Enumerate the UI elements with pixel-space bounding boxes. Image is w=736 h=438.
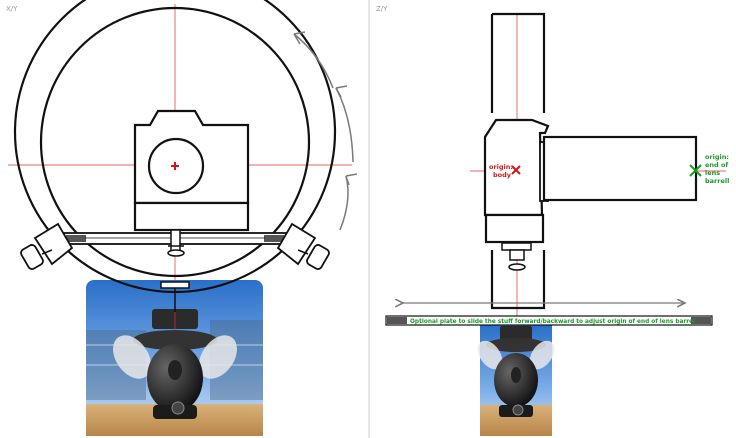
right-knob	[276, 222, 330, 270]
gimbal-lower-arm	[490, 250, 546, 310]
right-center-screw	[501, 242, 532, 271]
origin-lens-label: origin: end of lens barrell	[705, 153, 731, 185]
inner-ring	[39, 6, 311, 278]
top-plate-left	[160, 281, 190, 312]
left-panel-title: X/Y	[6, 5, 18, 13]
ballhead-photo-left	[86, 280, 263, 436]
lens-barrel	[539, 135, 698, 202]
left-view	[8, 0, 358, 436]
rotation-arrows	[293, 31, 358, 231]
optional-plate-text: Optional plate to slide the stuff forwar…	[410, 319, 695, 325]
origin-mark-plus	[171, 162, 179, 170]
origin-lens-mark	[689, 164, 702, 177]
left-knob	[20, 222, 74, 270]
ballhead-photo-right	[477, 325, 555, 436]
right-panel-title: Z/Y	[376, 5, 388, 13]
optional-plate: Optional plate to slide the stuff forwar…	[385, 315, 713, 326]
gimbal-upper-arm	[490, 12, 546, 113]
right-view: origin: body origin: end of lens barrell…	[385, 12, 731, 436]
camera-side	[483, 118, 550, 244]
camera-front	[133, 109, 250, 232]
origin-body-mark	[511, 165, 521, 175]
origin-body-label: origin: body	[489, 163, 515, 179]
center-screw	[167, 229, 185, 257]
